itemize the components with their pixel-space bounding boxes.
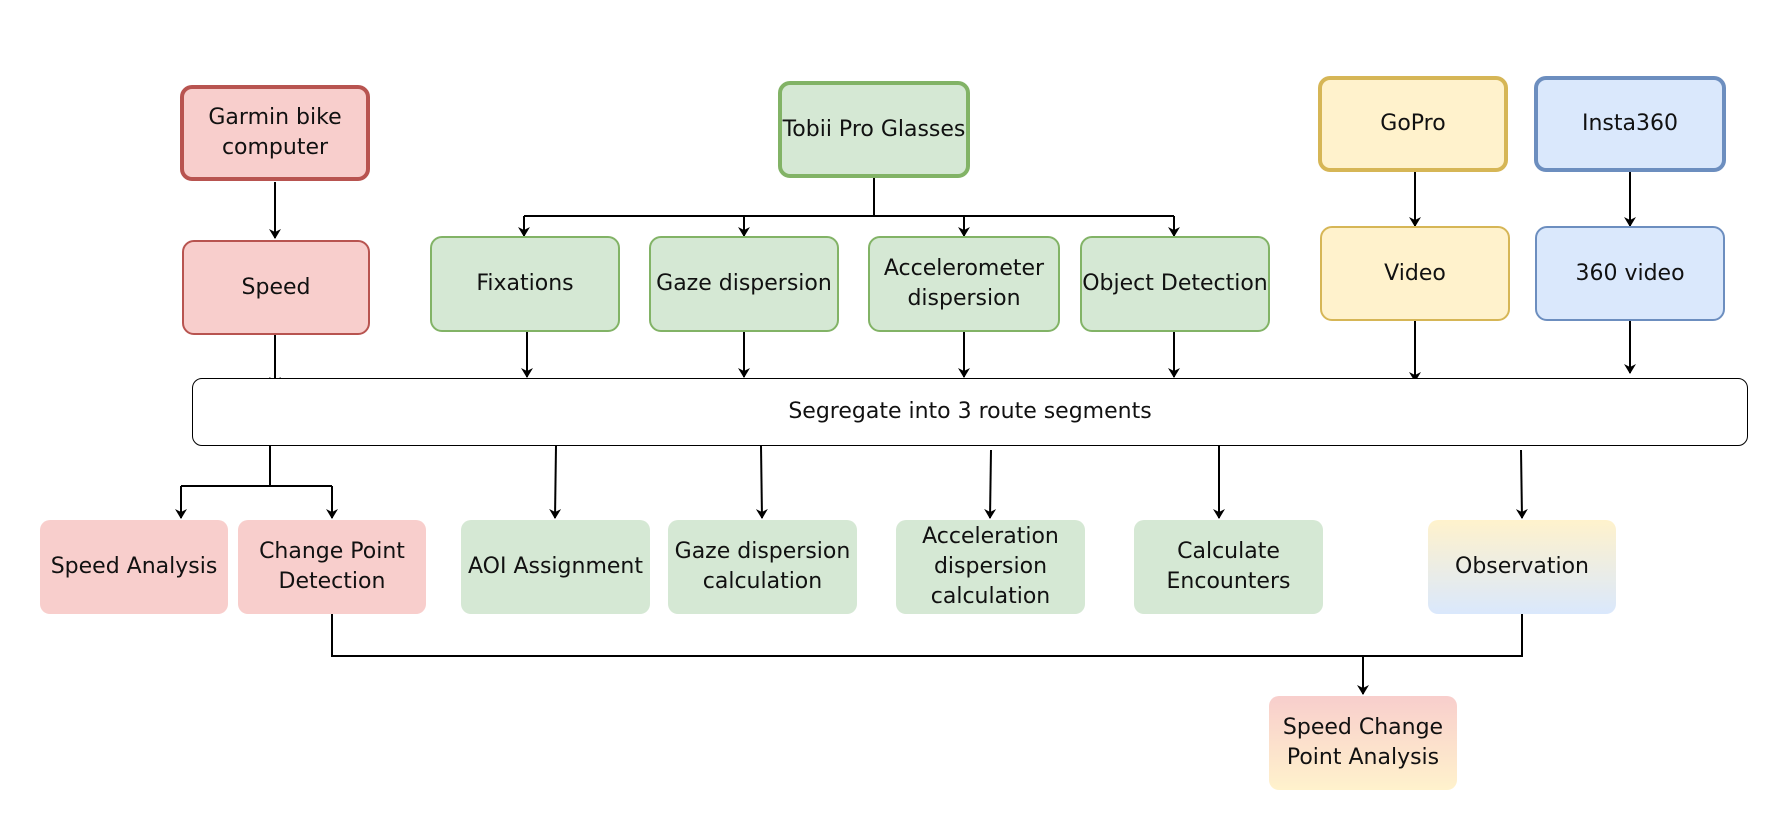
gopro-label: GoPro [1380,111,1446,136]
360-video-box: 360 video [1535,226,1725,321]
insta360-label: Insta360 [1582,111,1678,136]
gaze-dispersion-label: Gaze dispersion [656,271,832,296]
encounters-label: Calculate Encounters [1166,539,1291,594]
calculate-encounters-box: Calculate Encounters [1134,520,1323,614]
gaze-calc-label: Gaze dispersion calculation [674,539,851,594]
change-point-detection-box: Change Point Detection [238,520,426,614]
insta360-box: Insta360 [1534,76,1726,172]
speed-analysis-box: Speed Analysis [40,520,228,614]
fixations-label: Fixations [476,271,574,296]
garmin-label: Garmin bike computer [208,105,342,160]
speed-analysis-label: Speed Analysis [50,554,218,579]
gaze-dispersion-calculation-box: Gaze dispersion calculation [668,520,857,614]
360-video-label: 360 video [1575,260,1685,286]
accel-calc-label: Acceleration dispersion calculation [922,524,1059,609]
garmin-bike-computer-box: Garmin bike computer [180,85,370,181]
video-label: Video [1384,260,1446,286]
gopro-box: GoPro [1318,76,1508,172]
aoi-assignment-box: AOI Assignment [461,520,650,614]
tobii-pro-glasses-box: Tobii Pro Glasses [778,81,970,178]
object-detection-box: Object Detection [1080,236,1270,332]
speed-label: Speed [241,274,311,300]
accelerometer-dispersion-box: Accelerometer dispersion [868,236,1060,332]
segment-label: Segregate into 3 route segments [788,399,1152,424]
speed-box: Speed [182,240,370,335]
change-point-label: Change Point Detection [259,539,405,594]
final-label: Speed Change Point Analysis [1282,715,1444,770]
aoi-label: AOI Assignment [468,554,643,579]
fixations-box: Fixations [430,236,620,332]
acceleration-dispersion-calculation-box: Acceleration dispersion calculation [896,520,1085,614]
object-detection-label: Object Detection [1082,271,1268,296]
segregate-route-segments-box: Segregate into 3 route segments [192,378,1748,446]
video-box: Video [1320,226,1510,321]
speed-change-point-analysis-box: Speed Change Point Analysis [1269,696,1457,790]
tobii-label: Tobii Pro Glasses [782,116,966,142]
observation-box: Observation [1428,520,1616,614]
accelerometer-dispersion-label: Accelerometer dispersion [883,256,1045,311]
observation-label: Observation [1455,554,1589,579]
gaze-dispersion-box: Gaze dispersion [649,236,839,332]
